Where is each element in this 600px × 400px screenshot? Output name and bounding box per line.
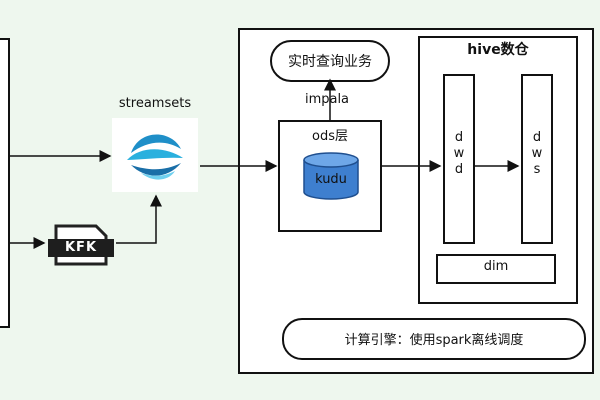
compute-engine-box [282, 318, 586, 360]
hive-label: hive数仓 [467, 42, 529, 58]
arrow-kafka-to-streamsets [116, 194, 162, 244]
impala-label: impala [297, 92, 357, 107]
kafka-icon: KFK [46, 222, 116, 268]
dws-label: d w s [531, 130, 543, 177]
source-panel [0, 38, 10, 328]
streamsets-logo [112, 118, 198, 192]
dim-label: dim [483, 259, 509, 274]
kudu-label: kudu [315, 172, 347, 187]
dws-box [521, 74, 553, 244]
dwd-label: d w d [453, 130, 465, 177]
kudu-cylinder: kudu [300, 152, 362, 202]
dwd-box [443, 74, 475, 244]
compute-engine-label: 计算引擎：使用spark离线调度 [344, 333, 524, 348]
streamsets-icon [127, 134, 183, 180]
streamsets-label: streamsets [118, 96, 192, 111]
realtime-query-label: 实时查询业务 [288, 54, 372, 70]
kafka-label: KFK [64, 240, 98, 255]
dim-box [436, 254, 556, 284]
ods-label: ods层 [312, 129, 348, 144]
